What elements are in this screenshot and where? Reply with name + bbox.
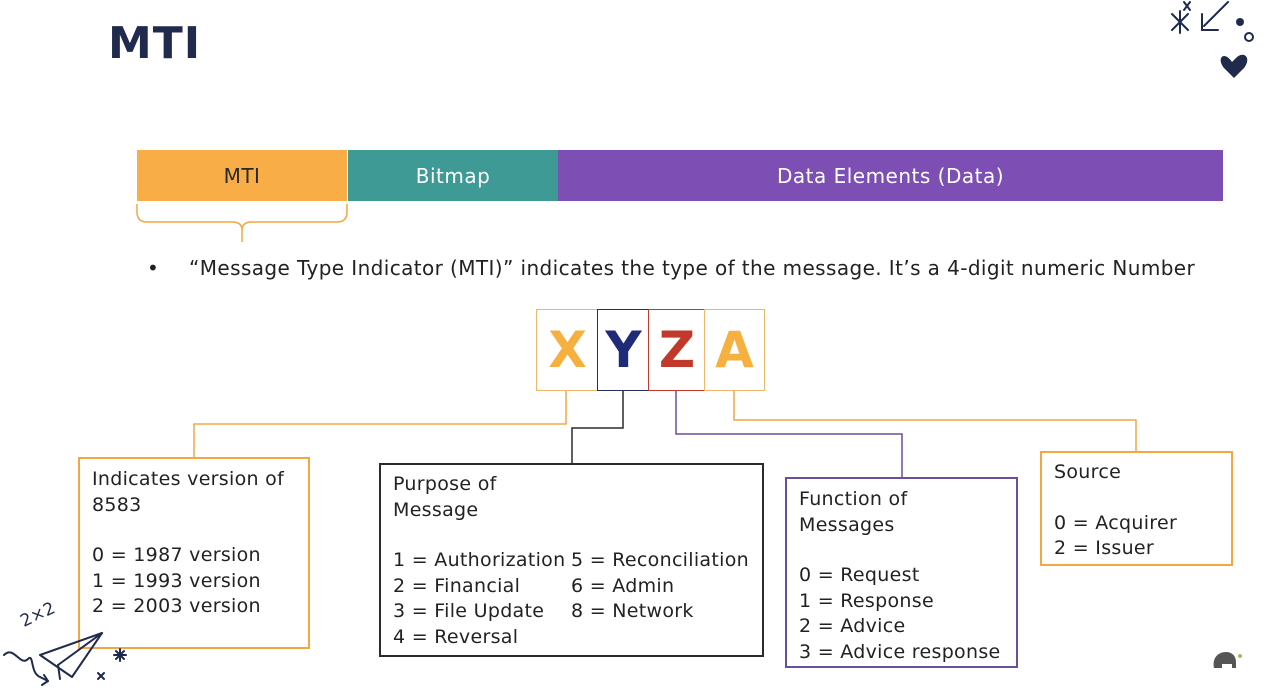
letter-y: Y xyxy=(597,309,650,391)
list-item: 2 = Issuer xyxy=(1054,537,1155,559)
page-title: MTI xyxy=(108,18,202,69)
data-elements-segment: Data Elements (Data) xyxy=(558,150,1223,201)
mti-description: “Message Type Indicator (MTI)” indicates… xyxy=(189,256,1196,280)
function-heading: Function of Messages xyxy=(799,488,908,536)
list-item: 8 = Network xyxy=(571,600,694,622)
mti-segment: MTI xyxy=(137,150,347,201)
list-item: 2 = 2003 version xyxy=(92,595,261,617)
list-item: 0 = Request xyxy=(799,564,920,586)
list-item: 0 = Acquirer xyxy=(1054,511,1178,534)
purpose-heading-line2: Message xyxy=(393,498,479,521)
bullet-icon: • xyxy=(147,256,159,280)
version-box: Indicates version of 8583 0 = 1987 versi… xyxy=(78,457,310,649)
list-item: 1 = 1993 version xyxy=(92,569,261,592)
version-heading: Indicates version of 8583 xyxy=(92,468,285,516)
list-item: 3 = File Update xyxy=(393,600,545,622)
source-box: Source 0 = Acquirer 2 = Issuer xyxy=(1040,451,1233,566)
letter-z: Z xyxy=(648,309,706,391)
list-item: 4 = Reversal xyxy=(393,625,519,648)
purpose-heading-line1: Purpose of xyxy=(393,473,497,495)
list-item: 6 = Admin xyxy=(571,574,675,597)
purpose-list: 1 = Authorization 5 = Reconciliation 2 =… xyxy=(393,548,750,650)
paper-plane-doodle-icon xyxy=(3,632,127,686)
list-item: 2 = Advice xyxy=(799,615,906,637)
letter-a: A xyxy=(704,309,765,391)
function-box: Function of Messages 0 = Request 1 = Res… xyxy=(785,477,1018,668)
purpose-box: Purpose of Message 1 = Authorization 5 =… xyxy=(379,463,764,657)
list-item: 1 = Authorization xyxy=(393,549,566,571)
elephant-logo-icon xyxy=(1213,652,1242,668)
sparkle-arrow-heart-doodle-icon xyxy=(1171,1,1254,78)
bitmap-segment: Bitmap xyxy=(348,150,558,201)
letter-x: X xyxy=(536,309,599,391)
list-item: 2 = Financial xyxy=(393,574,521,597)
list-item: 3 = Advice response xyxy=(799,640,1001,663)
list-item: 5 = Reconciliation xyxy=(571,549,749,571)
source-heading: Source xyxy=(1054,461,1122,483)
list-item: 0 = 1987 version xyxy=(92,544,261,566)
list-item: 1 = Response xyxy=(799,589,934,612)
